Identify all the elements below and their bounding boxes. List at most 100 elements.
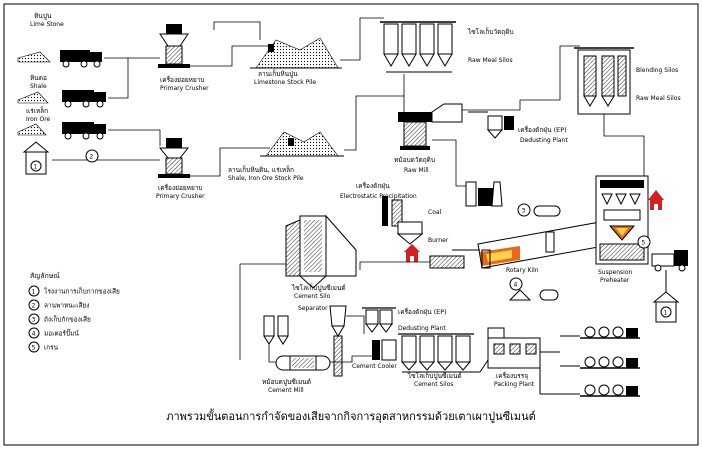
cement-silo-large [285, 214, 357, 289]
raw-mill [398, 103, 463, 150]
cement-cooler-en: Cement Cooler [352, 363, 397, 370]
coal-silo [382, 196, 403, 227]
limestone-stock-pile [250, 37, 342, 69]
legend-item-5: 5 เกรน [28, 341, 59, 353]
cement-cooler [372, 339, 397, 361]
packing-plant [479, 327, 560, 373]
limestone-pile-th: ลานเก็บหินปูน [258, 69, 298, 78]
legend-item-4: 4 มอเตอร์ปั๊มน์ [28, 327, 79, 339]
shale-th: หินดอ [30, 74, 47, 82]
primary-crusher-1 [158, 24, 190, 68]
dedusting-2-en: Dedusting Plant [398, 325, 446, 332]
cement-silos-th: ไซโลเก็บปูนซีเมนต์ [407, 371, 462, 380]
shale-pile-en: Shale, Iron Ore Stock Pile [228, 175, 304, 182]
shale-en: Shale [30, 83, 47, 90]
blending-silos-en: Blending Silos [636, 67, 678, 74]
burner-en: Burner [428, 237, 449, 244]
primary-crusher-2-en: Primary Crusher [156, 193, 205, 200]
ep-en: Electrostatic Precipitation [340, 193, 417, 200]
marker-5-circle [637, 235, 651, 249]
cement-mill-th: หม้อบดปูนซีเมนต์ [262, 378, 311, 386]
preheater-line2: Preheater [600, 277, 630, 284]
ironore-en: Iron Ore [26, 116, 51, 123]
house-burner [404, 244, 420, 262]
ironore-truck [17, 122, 106, 140]
preheater-line1: Suspension [598, 269, 633, 276]
electrostatic-precipitator [465, 181, 503, 207]
legend-item-2: 2 ลานพาหนะเสียง [28, 299, 89, 311]
suspension-preheater [595, 175, 649, 265]
kiln-to-silo-flow [239, 261, 430, 360]
blending-flow [603, 114, 645, 176]
svg-text:ถังเก็บกักของเสีย: ถังเก็บกักของเสีย [44, 315, 91, 324]
house-preheater [648, 190, 664, 210]
shale-pile-th: ลานเก็บหินดิน, แร่เหล็ก [228, 165, 294, 174]
blending-silos [574, 47, 634, 115]
limestone-en: Lime Stone [30, 21, 64, 28]
marker-1-left: 1 [34, 164, 38, 171]
cement-mill-en: Cement Mill [268, 387, 304, 394]
raw-meal-silos [380, 21, 456, 73]
svg-text:1: 1 [32, 288, 36, 295]
marker-5: 5 [642, 240, 646, 247]
rotary-kiln-en: Rotary Kiln [506, 267, 539, 274]
burner-hopper [396, 221, 424, 245]
delivery-truck-3 [539, 360, 640, 397]
marker-2-circle [85, 149, 99, 163]
dedusting-1-en: Dedusting Plant [520, 137, 568, 144]
delivery-truck-2 [560, 356, 640, 369]
pile-conveyors [340, 17, 405, 151]
diagram-caption: ภาพรวมขั้นตอนการกำจัดของเสียจากกิจการอุต… [166, 408, 536, 423]
coal-en: Coal [428, 209, 442, 216]
raw-mill-en: Raw Mill [404, 167, 429, 174]
pump-motor [508, 289, 559, 301]
cement-mill [275, 355, 331, 371]
marker-4-circle [509, 277, 523, 291]
raw-mill-th: หม้อบดวัตถุดิบ [394, 156, 435, 164]
cement-silos-row [398, 333, 480, 373]
legend-title: สัญลักษณ์ [30, 272, 60, 280]
ironore-th: แร่เหล็ก [26, 106, 48, 115]
primary-crusher-2 [158, 138, 190, 178]
marker-2: 2 [90, 154, 94, 161]
crusher-conveyors [190, 21, 270, 177]
cement-silos-en: Cement Silos [414, 381, 453, 388]
waste-tank [533, 205, 561, 217]
separator [329, 305, 347, 377]
svg-text:3: 3 [32, 316, 36, 323]
cement-silo-en: Cement Silo [294, 293, 331, 300]
dedusting-plant-1 [468, 111, 514, 139]
packing-plant-en: Packing Plant [494, 381, 535, 388]
primary-crusher-1-en: Primary Crusher [160, 85, 209, 92]
raw-mill-flow [432, 45, 580, 187]
packing-plant-th: เครื่องบรรจุ [496, 371, 528, 380]
marker-3-circle [517, 203, 531, 217]
svg-text:ลานพาหนะเสียง: ลานพาหนะเสียง [44, 302, 89, 310]
raw-meal-silos-th: ไซโลเก็บวัตถุดิบ [467, 27, 514, 36]
dedusting-2-th: เครื่องดักฝุ่น (EP) [398, 307, 447, 316]
delivery-truck-1 [560, 326, 640, 339]
truck-flow-lines [52, 57, 161, 161]
svg-text:4: 4 [32, 330, 36, 337]
limestone-pile-en: Limestone Stock Pile [254, 79, 316, 86]
svg-text:เกรน: เกรน [44, 344, 59, 352]
marker-4: 4 [514, 282, 518, 289]
waste-facility-house-left [22, 141, 50, 175]
raw-meal-silos-2-en: Raw Meal Silos [636, 95, 681, 102]
shale-stock-pile [260, 131, 344, 157]
dedusting-plant-2 [362, 307, 396, 333]
limestone-th: หินปูน [34, 12, 52, 20]
svg-text:โรงงานการเก็บกากของเสีย: โรงงานการเก็บกากของเสีย [44, 287, 120, 296]
waste-facility-house-right [652, 270, 680, 323]
shale-truck [17, 90, 106, 108]
raw-meal-silos-en: Raw Meal Silos [468, 57, 513, 64]
dedusting-1-th: เครื่องดักฝุ่น (EP) [518, 125, 567, 134]
svg-text:5: 5 [32, 344, 36, 351]
separator-en: Separator [298, 305, 328, 312]
primary-crusher-2-th: เครื่องย่อยหยาบ [158, 183, 203, 192]
marker-3: 3 [522, 208, 526, 215]
cement-silo-th: ไซโลเก็บปูนซีเมนต์ [291, 283, 346, 292]
legend-item-1: 1 โรงงานการเก็บกากของเสีย [28, 285, 120, 297]
